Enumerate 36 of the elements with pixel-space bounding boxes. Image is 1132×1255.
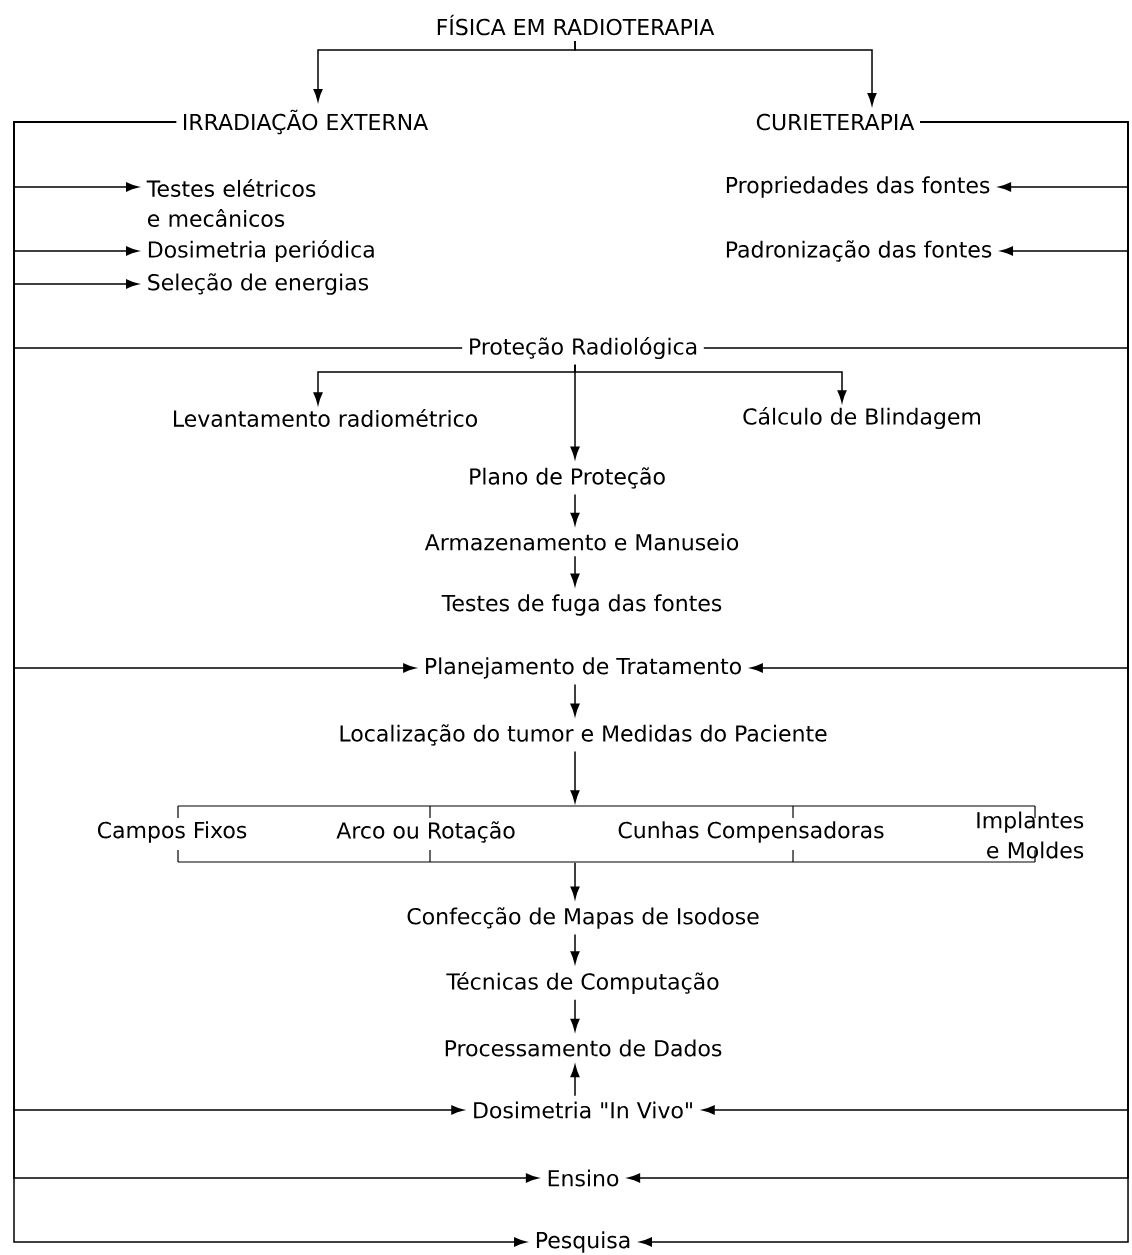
item-text: Testes elétricos e mecânicos <box>146 179 316 227</box>
step-text: Armazenamento e Manuseio <box>424 533 739 551</box>
arrow <box>570 750 580 803</box>
step-text: Processamento de Dados <box>445 1039 722 1057</box>
option-text: Arco ou Rotação <box>336 821 515 843</box>
step-text: Localização do tumor e Medidas do Paciente <box>340 724 827 746</box>
step-text: Dosimetria "In Vivo" <box>474 1101 692 1119</box>
arrow <box>574 40 877 106</box>
option-text: Implantes e Moldes <box>977 811 1084 859</box>
item-text: Propriedades das fontes <box>726 176 990 198</box>
arrow <box>570 862 580 899</box>
heading-text: FÍSICA EM RADIOTERAPIA <box>437 14 715 36</box>
step-text: Pesquisa <box>536 1231 630 1253</box>
arrow <box>570 999 580 1032</box>
arrow <box>570 364 580 459</box>
step-text: Levantamento radiométrico <box>174 409 477 427</box>
step-text: Plano de Proteção <box>470 467 665 489</box>
step-text: Proteção Radiológica <box>470 336 697 360</box>
branch-heading: IRRADIAÇÃO EXTERNA <box>184 109 428 135</box>
step-text: Cálculo de Blindagem <box>743 406 980 430</box>
step-text: Técnicas de Computação <box>446 971 719 995</box>
item-text: Dosimetria periódica <box>148 239 374 263</box>
option-text: Campos Fixos <box>97 821 247 843</box>
arrow <box>570 933 580 964</box>
step-text: Testes de fuga das fontes <box>441 594 722 616</box>
arrow <box>570 683 580 716</box>
step-text: Confecção de Mapas de Isodose <box>407 907 759 929</box>
option-text: Cunhas Compensadoras <box>618 821 884 843</box>
arrow <box>570 1065 580 1097</box>
step-text: Planejamento de Tratamento <box>426 657 741 679</box>
item-text: Seleção de energias <box>148 273 369 295</box>
arrow <box>570 493 580 526</box>
branch-heading: CURIETERAPIA <box>756 113 915 131</box>
item-text: Padronização das fontes <box>726 240 992 262</box>
arrow <box>570 555 580 586</box>
step-text: Ensino <box>548 1169 619 1187</box>
